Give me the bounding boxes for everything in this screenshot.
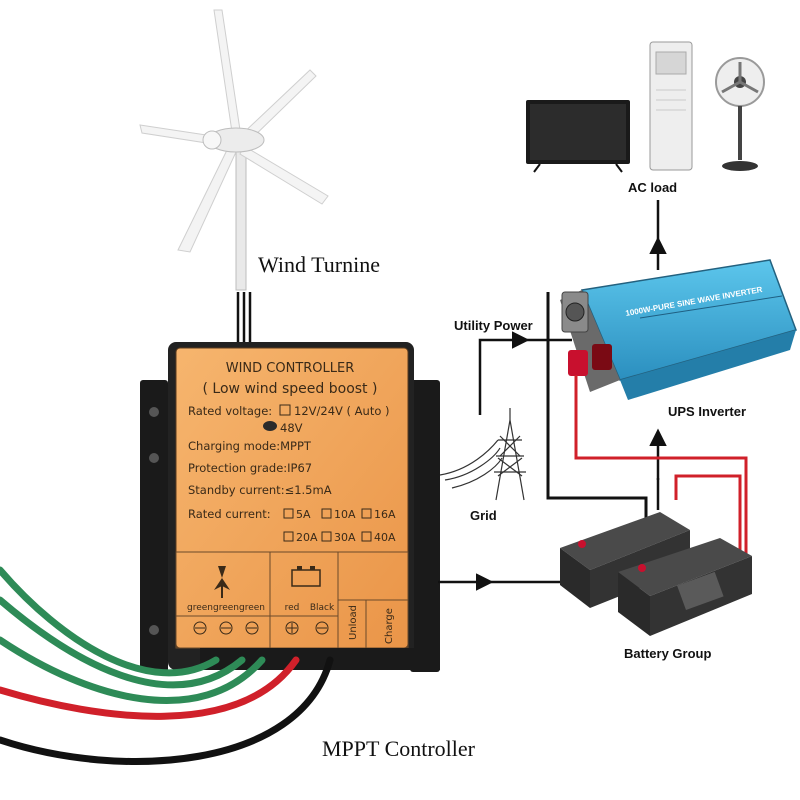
voltage-checkbox-48-checked [263, 421, 277, 431]
tv-icon [526, 100, 630, 173]
terminal-label: Black [310, 603, 335, 613]
rated-current-label: Rated current: [188, 507, 271, 521]
voltage-option-12-24: 12V/24V ( Auto ) [294, 404, 390, 418]
terminal-label: green [187, 603, 213, 613]
wind-turbine-label: Wind Turnine [258, 252, 380, 277]
standby-current: Standby current:≤1.5mA [188, 483, 332, 497]
current-option: 5A [296, 508, 311, 521]
current-checkbox [283, 531, 294, 542]
current-option: 20A [296, 531, 318, 544]
ups-inverter [560, 259, 797, 400]
ups-inverter-label: UPS Inverter [668, 404, 746, 419]
battery-group-label: Battery Group [624, 646, 711, 661]
charging-mode: Charging mode:MPPT [188, 439, 312, 453]
terminal-screws [193, 621, 329, 635]
current-option: 10A [334, 508, 356, 521]
current-checkbox [321, 508, 332, 519]
ac-load-label: AC load [628, 180, 677, 195]
protection-grade: Protection grade:IP67 [188, 461, 312, 475]
mppt-controller [140, 342, 440, 672]
terminal-label: green [213, 603, 239, 613]
controller-title: WIND CONTROLLER [226, 361, 355, 376]
current-checkbox [361, 508, 372, 519]
mppt-controller-label: MPPT Controller [322, 736, 476, 761]
rated-voltage-label: Rated voltage: [188, 404, 272, 418]
turbine-cable [236, 292, 252, 342]
terminal-label: red [285, 603, 300, 613]
utility-power-label: Utility Power [454, 318, 533, 333]
controller-subtitle: ( Low wind speed boost ) [203, 381, 378, 397]
wind-turbine-icon [139, 9, 329, 291]
current-checkbox [283, 508, 294, 519]
voltage-option-48: 48V [280, 421, 303, 435]
battery-group [560, 512, 752, 636]
current-option: 40A [374, 531, 396, 544]
wind-turbine-icon [214, 566, 230, 598]
terminal-label: green [239, 603, 265, 613]
grid-label: Grid [470, 508, 497, 523]
current-checkbox [361, 531, 372, 542]
inverter-battery-wires [574, 375, 748, 555]
utility-power-arrow [478, 331, 530, 415]
current-checkbox [321, 531, 332, 542]
charge-label: Charge [384, 608, 395, 644]
voltage-checkbox-12-24 [279, 404, 291, 416]
controller-wires [0, 566, 334, 765]
unload-label: Unload [348, 605, 359, 640]
air-conditioner-icon [649, 41, 693, 171]
current-option: 30A [334, 531, 356, 544]
transmission-tower-icon [439, 408, 526, 501]
standing-fan-icon [715, 57, 765, 171]
current-option: 16A [374, 508, 396, 521]
battery-icon [291, 566, 321, 587]
